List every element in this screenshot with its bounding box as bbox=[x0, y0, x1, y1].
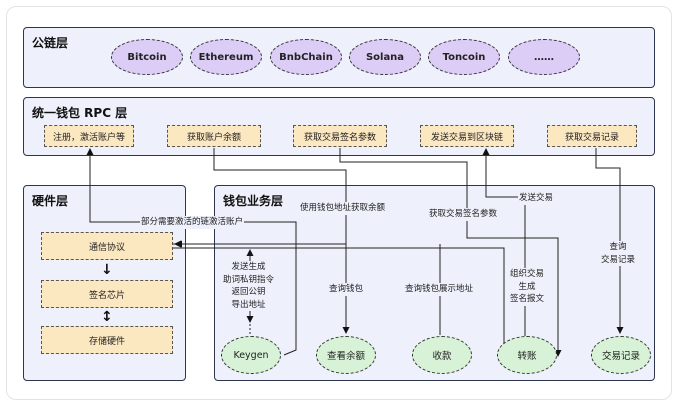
label-build-tx-line3: 签名报文 bbox=[510, 294, 545, 304]
chain-more: …… bbox=[508, 39, 580, 75]
label-query-wallet-show-address: 查询钱包展示地址 bbox=[404, 283, 475, 296]
wallet-transfer: 转账 bbox=[497, 336, 557, 374]
label-keygen-step1: 发送生成 bbox=[231, 262, 266, 272]
label-send-tx: 发送交易 bbox=[518, 192, 555, 205]
rpc-get-balance: 获取账户余额 bbox=[167, 125, 261, 147]
hw-communication-protocol: 通信协议 bbox=[41, 232, 173, 260]
rpc-send-transaction: 发送交易到区块链 bbox=[420, 125, 514, 147]
label-activate: 部分需要激活的链激活账户 bbox=[140, 216, 245, 229]
label-query-records-line2: 交易记录 bbox=[601, 254, 636, 265]
label-build-tx-line2: 生成 bbox=[518, 281, 536, 292]
label-balance-by-address: 使用钱包地址获取余额 bbox=[299, 202, 387, 215]
hw-storage: 存储硬件 bbox=[41, 326, 173, 354]
label-query-wallet: 查询钱包 bbox=[328, 283, 365, 296]
label-get-sign-params: 获取交易签名参数 bbox=[428, 208, 499, 221]
chain-bnbchain: BnbChain bbox=[270, 39, 342, 75]
label-keygen-step2: 助词私钥指令 bbox=[223, 274, 275, 285]
wallet-receive: 收款 bbox=[412, 336, 472, 374]
label-keygen-step4: 导出地址 bbox=[231, 299, 266, 310]
rpc-get-records: 获取交易记录 bbox=[547, 125, 637, 147]
hardware-layer-title: 硬件层 bbox=[32, 194, 69, 208]
rpc-layer-title: 统一钱包 RPC 层 bbox=[32, 106, 128, 120]
label-query-records-line1: 查询 bbox=[609, 242, 627, 252]
chain-bitcoin: Bitcoin bbox=[111, 39, 183, 75]
chain-toncoin: Toncoin bbox=[428, 39, 500, 75]
label-build-tx: 组织交易 生成 签名报文 bbox=[509, 268, 546, 306]
wallet-keygen: Keygen bbox=[221, 336, 281, 374]
rpc-register-activate: 注册，激活账户等 bbox=[44, 125, 134, 147]
wallet-layer-title: 钱包业务层 bbox=[223, 194, 284, 208]
chain-ethereum: Ethereum bbox=[190, 39, 262, 75]
rpc-get-sign-params: 获取交易签名参数 bbox=[293, 125, 387, 147]
arrow-down-icon: ↓ bbox=[101, 262, 113, 278]
chain-solana: Solana bbox=[349, 39, 421, 75]
label-build-tx-line1: 组织交易 bbox=[510, 269, 545, 279]
label-keygen-step3: 返回公钥 bbox=[231, 287, 266, 297]
chain-layer-title: 公链层 bbox=[32, 36, 69, 50]
label-query-records: 查询 交易记录 bbox=[600, 241, 637, 266]
wallet-view-balance: 查看余额 bbox=[316, 336, 376, 374]
diagram-frame bbox=[6, 6, 672, 400]
label-keygen-steps: 发送生成 助词私钥指令 返回公钥 导出地址 bbox=[222, 261, 276, 311]
wallet-records: 交易记录 bbox=[591, 336, 651, 374]
arrow-updown-icon: ↕ bbox=[101, 309, 113, 325]
hw-signing-chip: 签名芯片 bbox=[41, 280, 173, 308]
